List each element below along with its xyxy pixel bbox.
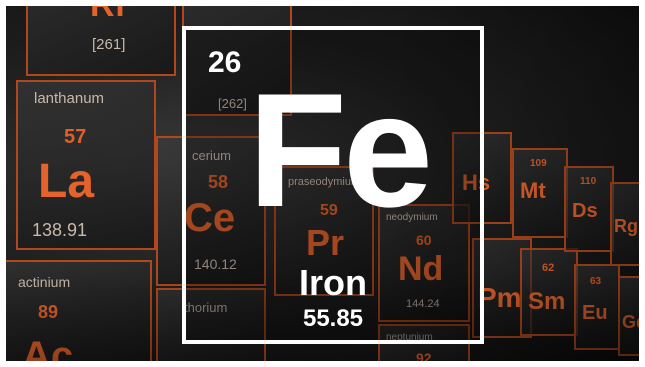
tile-name: praseodymium [288, 176, 361, 188]
tile-mass: 144.24 [406, 298, 440, 310]
tile-symbol: Hs [462, 170, 491, 195]
tile-name: neodymium [386, 212, 438, 223]
tile-mass: 138.91 [32, 220, 88, 240]
tile-europium: 63 Eu [574, 264, 620, 350]
tile-symbol: Eu [582, 302, 608, 324]
tile-cerium: cerium 58 Ce 140.12 [156, 136, 266, 286]
tile-name: lanthanum [34, 90, 105, 107]
tile-number: 110 [580, 176, 597, 187]
tile-number: 63 [590, 276, 602, 287]
tile-number: 59 [320, 202, 338, 219]
tile-name: cerium [192, 148, 232, 163]
tile-meitnerium: 109 Mt [512, 148, 568, 238]
tile-symbol: Ds [572, 200, 598, 222]
tile-symbol: La [38, 155, 95, 208]
tile-thorium: thorium [156, 288, 266, 361]
tile-dubnium: [262] [182, 6, 292, 116]
tile-symbol: Mt [520, 178, 546, 203]
element-name: Iron [299, 262, 367, 303]
element-symbol: Fe [248, 60, 433, 241]
tile-symbol: Ac [22, 334, 74, 361]
tile-gadolinium: Gd [618, 276, 639, 356]
tile-number: 89 [38, 302, 59, 322]
atomic-mass: 55.85 [302, 305, 364, 332]
tile-mass: [262] [218, 96, 247, 111]
tile-actinium: actinium 89 Ac [6, 260, 152, 361]
tile-mass: [261] [92, 36, 126, 53]
tile-number: 57 [64, 126, 87, 148]
tile-name: actinium [18, 274, 71, 290]
tile-praseodymium: praseodymium 59 Pr [274, 166, 374, 296]
periodic-table-photo: Rf [261] [262] lanthanum 57 La 138.91 ce… [6, 6, 639, 361]
tile-symbol: Pm [478, 282, 522, 313]
tile-rutherfordium: Rf [261] [26, 6, 176, 76]
tile-number: 60 [416, 232, 432, 248]
tile-samarium: 62 Sm [520, 248, 578, 336]
tile-number: 109 [530, 158, 547, 169]
atomic-number: 26 [208, 46, 242, 79]
featured-element-tile: 26 Fe Iron 55.85 [182, 26, 484, 344]
tile-symbol: Ce [184, 196, 236, 240]
tile-number: 62 [542, 262, 555, 274]
tile-darmstadtium: 110 Ds [564, 166, 614, 252]
tile-lanthanum: lanthanum 57 La 138.91 [16, 80, 156, 250]
tile-roentgenium: Rg [610, 182, 639, 266]
tile-number: 92 [416, 350, 432, 361]
tile-name: thorium [184, 300, 228, 315]
tile-mass: 140.12 [194, 256, 237, 272]
tile-number: 58 [208, 172, 229, 192]
tile-symbol: Pr [306, 222, 345, 263]
tile-symbol: Rg [614, 216, 638, 236]
tile-name: neptunium [386, 332, 433, 343]
tile-symbol: Sm [528, 288, 566, 315]
tile-symbol: Gd [622, 312, 639, 332]
tile-symbol: Nd [398, 250, 444, 288]
tile-symbol: Rf [90, 6, 126, 25]
